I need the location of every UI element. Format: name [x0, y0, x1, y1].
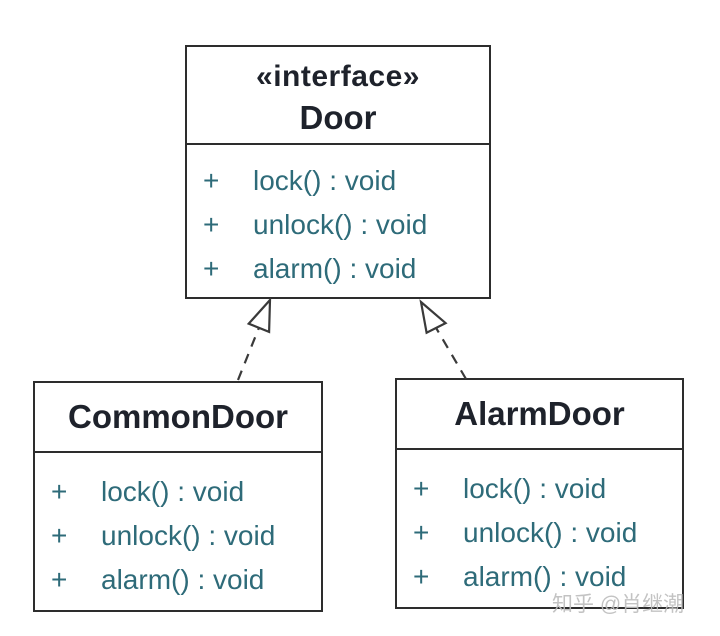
class-box-alarmdoor: AlarmDoor + lock() : void + unlock() : v… [395, 378, 684, 609]
visibility-plus: + [203, 253, 220, 284]
method-signature: unlock() : void [253, 209, 428, 240]
method-lock: + lock() : void [413, 467, 676, 511]
method-unlock: + unlock() : void [203, 203, 483, 247]
visibility-plus: + [203, 209, 220, 240]
visibility-plus: + [51, 563, 68, 595]
door-interface-header: «interface» Door [187, 47, 489, 145]
alarmdoor-name-label: AlarmDoor [454, 395, 625, 432]
realization-arrowhead-commondoor [246, 297, 272, 334]
method-signature: alarm() : void [101, 563, 265, 595]
alarmdoor-header: AlarmDoor [397, 380, 682, 450]
door-methods-compartment: + lock() : void + unlock() : void + alar… [187, 145, 489, 295]
realization-arrowhead-alarmdoor [419, 299, 448, 335]
interface-name-label: Door [299, 99, 377, 136]
method-signature: lock() : void [101, 475, 245, 507]
visibility-plus: + [51, 475, 68, 507]
visibility-plus: + [413, 516, 430, 548]
method-signature: lock() : void [463, 472, 607, 504]
class-box-commondoor: CommonDoor + lock() : void + unlock() : … [33, 381, 323, 612]
method-lock: + lock() : void [51, 470, 315, 514]
alarmdoor-methods-compartment: + lock() : void + unlock() : void + alar… [397, 450, 682, 605]
method-unlock: + unlock() : void [51, 514, 315, 558]
method-alarm: + alarm() : void [51, 558, 315, 602]
visibility-plus: + [413, 472, 430, 504]
zhihu-watermark: 知乎 @肖继潮 [552, 593, 685, 616]
realization-line-commondoor [236, 327, 260, 381]
method-lock: + lock() : void [203, 159, 483, 203]
interface-stereotype-label: «interface» [256, 60, 420, 93]
method-signature: alarm() : void [463, 560, 627, 592]
method-signature: lock() : void [253, 165, 397, 196]
method-unlock: + unlock() : void [413, 511, 676, 555]
visibility-plus: + [203, 165, 220, 196]
commondoor-header: CommonDoor [35, 383, 321, 453]
class-box-door-interface: «interface» Door + lock() : void + unloc… [185, 45, 491, 299]
method-signature: alarm() : void [253, 253, 417, 284]
method-signature: unlock() : void [101, 519, 276, 551]
visibility-plus: + [51, 519, 68, 551]
commondoor-name-label: CommonDoor [68, 398, 288, 435]
method-alarm: + alarm() : void [203, 247, 483, 291]
visibility-plus: + [413, 560, 430, 592]
commondoor-methods-compartment: + lock() : void + unlock() : void + alar… [35, 453, 321, 608]
method-signature: unlock() : void [463, 516, 638, 548]
method-alarm: + alarm() : void [413, 555, 676, 599]
realization-line-alarmdoor [435, 327, 467, 380]
